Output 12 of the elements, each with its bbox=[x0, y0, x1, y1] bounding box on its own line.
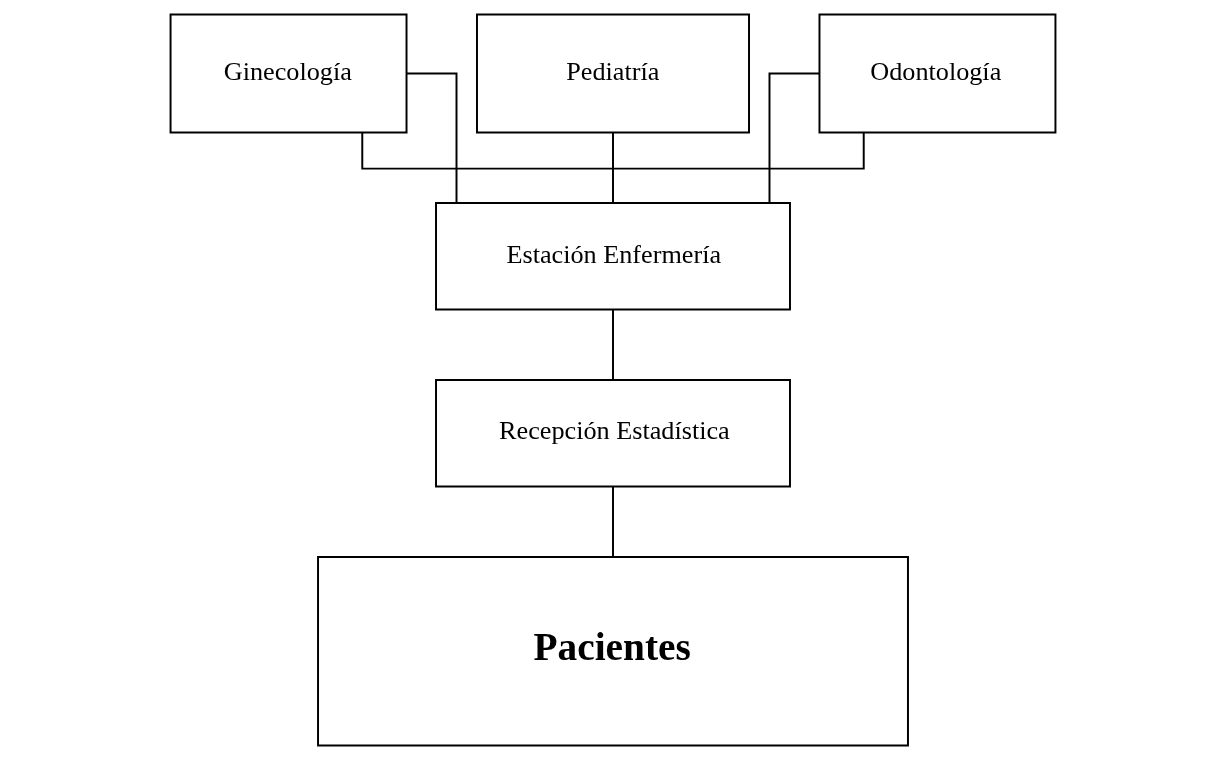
connector bbox=[361, 131, 865, 170]
connector bbox=[612, 308, 614, 381]
node-box: Estación Enfermería bbox=[435, 202, 791, 311]
connector bbox=[405, 72, 458, 204]
node-box: Recepción Estadística bbox=[435, 379, 791, 488]
node-box: Ginecología bbox=[169, 13, 408, 134]
node-box: Pacientes bbox=[317, 556, 909, 747]
node-box: Pediatría bbox=[476, 13, 750, 134]
connector bbox=[612, 131, 614, 204]
connector bbox=[768, 72, 821, 204]
node-box: Odontología bbox=[818, 13, 1057, 134]
connector bbox=[612, 485, 614, 558]
